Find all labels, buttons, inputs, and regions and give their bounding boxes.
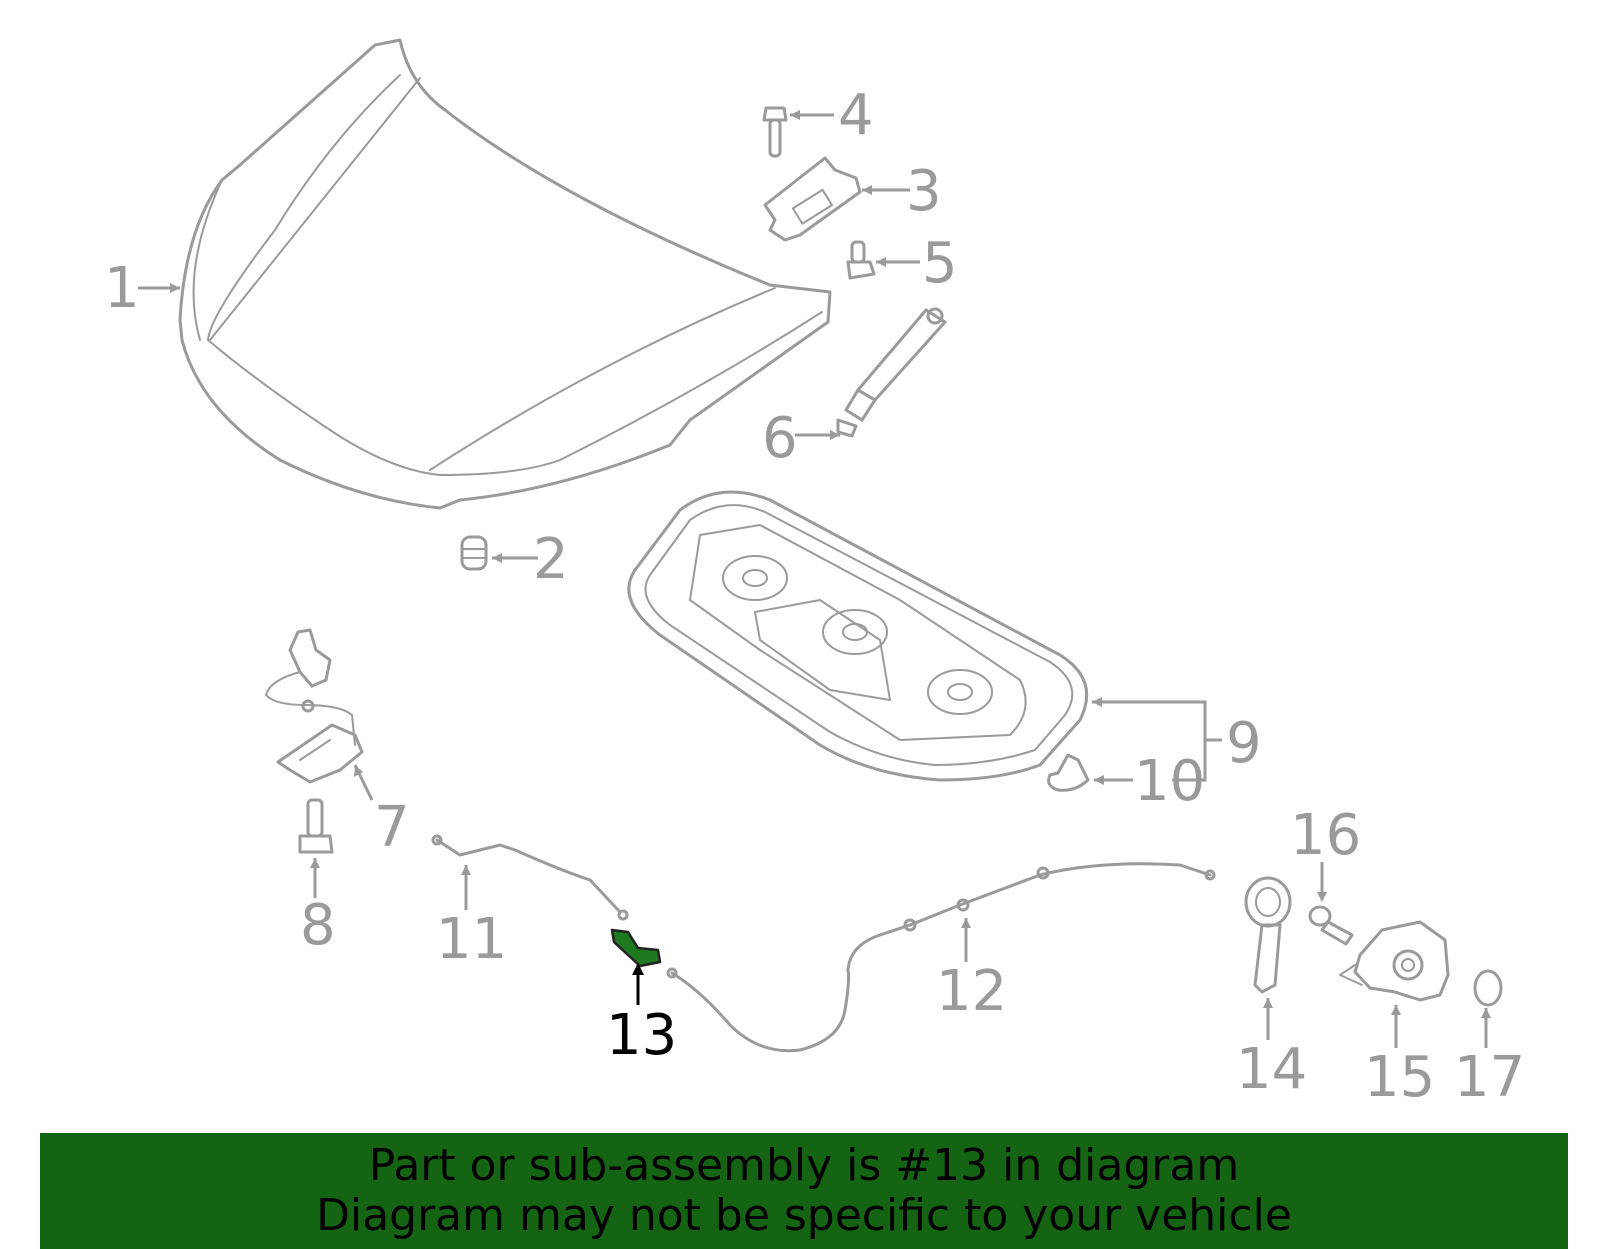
latch-bolt (298, 798, 334, 854)
callout-6: 6 (762, 406, 798, 471)
hood-insulator (627, 490, 1089, 782)
callout-3: 3 (906, 159, 942, 224)
callout-8: 8 (300, 893, 336, 958)
callout-4: 4 (838, 83, 874, 148)
callout-2: 2 (533, 527, 569, 592)
callout-14: 14 (1236, 1037, 1307, 1102)
hood-panel (178, 38, 832, 510)
callout-16: 16 (1290, 803, 1361, 868)
parts-diagram: 1 2 3 4 5 6 7 8 9 10 11 12 13 14 15 16 1… (104, 38, 1525, 1110)
callout-13: 13 (606, 1003, 677, 1068)
release-cable-rear (666, 862, 1216, 1053)
callout-labels: 1 2 3 4 5 6 7 8 9 10 11 12 13 14 15 16 1… (104, 83, 1525, 1110)
callout-17: 17 (1454, 1045, 1525, 1110)
cable-clip-highlighted (610, 928, 662, 968)
hinge-nut-bolt (846, 240, 876, 280)
release-handle (1244, 876, 1292, 994)
callout-9: 9 (1226, 711, 1262, 776)
info-banner: Part or sub-assembly is #13 in diagram D… (40, 1133, 1568, 1249)
o-ring (1473, 969, 1503, 1007)
hinge-bolt (762, 106, 788, 158)
release-cable-front (431, 834, 629, 921)
hood-hinge (763, 156, 862, 242)
callout-15: 15 (1364, 1045, 1435, 1110)
callout-7: 7 (374, 795, 410, 860)
banner-line-disclaimer: Diagram may not be specific to your vehi… (316, 1190, 1292, 1241)
hood-lift-support (836, 307, 947, 438)
callout-5: 5 (922, 231, 958, 296)
callout-12: 12 (936, 959, 1007, 1024)
hood-latch-assembly (1339, 920, 1450, 1002)
banner-line-part-number: Part or sub-assembly is #13 in diagram (368, 1140, 1240, 1191)
latch-screw (1308, 905, 1354, 946)
hood-bumper (460, 535, 488, 571)
insulator-clip (1047, 753, 1090, 792)
callout-1: 1 (104, 256, 140, 321)
callout-10: 10 (1134, 749, 1205, 814)
hood-latch (265, 628, 364, 784)
callout-11: 11 (436, 907, 507, 972)
leader-lines (138, 110, 1491, 1048)
